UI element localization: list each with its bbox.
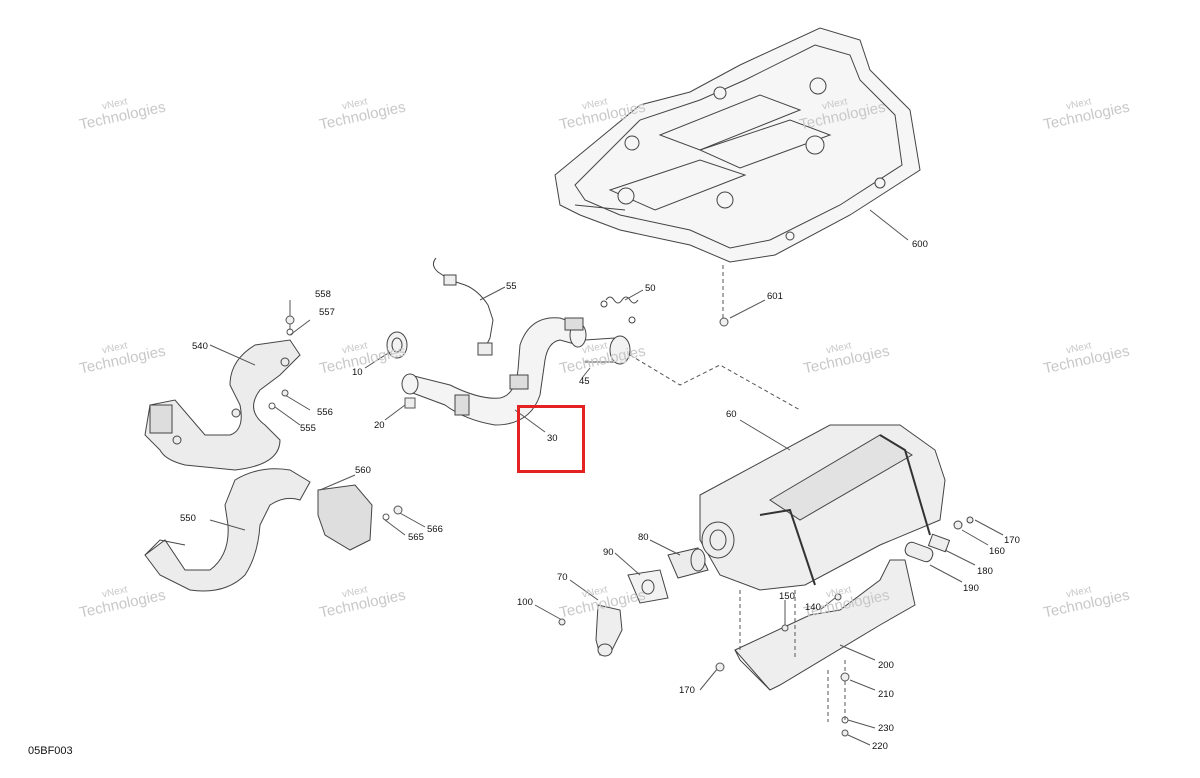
- callout-20[interactable]: 20: [374, 420, 385, 431]
- callout-170-hanger[interactable]: 170: [1004, 535, 1020, 546]
- bolt-566: [393, 505, 403, 515]
- leader-line: [819, 597, 836, 611]
- callout-60[interactable]: 60: [726, 409, 737, 420]
- bolt-601: [719, 317, 729, 327]
- heat-shield-560-part: [317, 484, 373, 551]
- leader-line: [847, 734, 871, 746]
- callout-140[interactable]: 140: [805, 602, 821, 613]
- callout-601[interactable]: 601: [767, 291, 783, 302]
- callout-555[interactable]: 555: [300, 423, 316, 434]
- nut-220: [841, 729, 849, 737]
- leader-line: [739, 419, 791, 451]
- leader-line: [514, 409, 546, 433]
- leader-line: [569, 579, 599, 601]
- oxygen-sensor-part: [432, 257, 494, 356]
- leader-line: [534, 604, 563, 621]
- callout-50[interactable]: 50: [645, 283, 656, 294]
- leader-line: [209, 344, 256, 366]
- leader-line: [384, 404, 406, 421]
- callout-540[interactable]: 540: [192, 341, 208, 352]
- leader-line: [961, 529, 989, 546]
- leader-line: [839, 644, 876, 661]
- callout-10[interactable]: 10: [352, 367, 363, 378]
- callout-600[interactable]: 600: [912, 239, 928, 250]
- spring-part: [600, 296, 639, 324]
- leader-line: [274, 406, 301, 426]
- callout-557[interactable]: 557: [319, 307, 335, 318]
- leader-line: [364, 351, 391, 369]
- leader-line: [849, 679, 876, 691]
- bolt-556: [281, 389, 289, 397]
- heat-shield-550-part: [144, 468, 311, 592]
- callout-550[interactable]: 550: [180, 513, 196, 524]
- heat-shield-part: [554, 27, 921, 263]
- leader-line: [384, 519, 406, 536]
- washer-557: [286, 328, 294, 336]
- highlight-box-part-30: [517, 405, 585, 473]
- callout-100[interactable]: 100: [517, 597, 533, 608]
- heat-shield-540-part: [144, 339, 301, 471]
- bolt-558: [285, 315, 295, 325]
- gasket-90-part: [627, 569, 669, 604]
- callout-180[interactable]: 180: [977, 566, 993, 577]
- leader-line: [729, 299, 766, 319]
- callout-558[interactable]: 558: [315, 289, 331, 300]
- header-pipe-part: [401, 317, 587, 426]
- gasket-part: [386, 331, 408, 359]
- leader-line: [614, 552, 641, 576]
- callout-200[interactable]: 200: [878, 660, 894, 671]
- leader-line: [847, 719, 876, 729]
- callout-565[interactable]: 565: [408, 532, 424, 543]
- callout-220[interactable]: 220: [872, 741, 888, 752]
- outlet-elbow-part: [595, 604, 623, 657]
- callout-55[interactable]: 55: [506, 281, 517, 292]
- leader-line: [624, 289, 644, 301]
- callout-45[interactable]: 45: [579, 376, 590, 387]
- nut-part: [404, 397, 416, 409]
- leader-line: [209, 519, 246, 531]
- leader-line: [944, 549, 976, 566]
- callout-560[interactable]: 560: [355, 465, 371, 476]
- leader-line: [319, 474, 356, 491]
- figure-code: 05BF003: [28, 745, 73, 757]
- leader-line: [649, 539, 681, 556]
- leader-line: [699, 667, 719, 691]
- callout-190[interactable]: 190: [963, 583, 979, 594]
- callout-90[interactable]: 90: [603, 547, 614, 558]
- nut-170: [715, 662, 725, 672]
- bolt-150: [781, 624, 789, 632]
- grommet-210: [840, 672, 850, 682]
- callout-160[interactable]: 160: [989, 546, 1005, 557]
- bolt-140: [834, 593, 842, 601]
- leader-line: [929, 564, 963, 583]
- callout-30[interactable]: 30: [547, 433, 558, 444]
- washer-565: [382, 513, 390, 521]
- leader-line: [284, 394, 311, 411]
- callout-70[interactable]: 70: [557, 572, 568, 583]
- leader-line: [581, 367, 591, 379]
- leader-line: [397, 511, 426, 528]
- callout-566[interactable]: 566: [427, 524, 443, 535]
- callout-170-bracket[interactable]: 170: [679, 685, 695, 696]
- leader-line: [629, 354, 801, 411]
- bolt-100: [558, 618, 566, 626]
- hanger-part: [904, 516, 974, 563]
- leader-line: [479, 286, 506, 301]
- leader-line: [974, 519, 1004, 536]
- callout-230[interactable]: 230: [878, 723, 894, 734]
- washer-555: [268, 402, 276, 410]
- washer-230: [841, 716, 849, 724]
- sleeve-80-part: [667, 547, 709, 579]
- ring-part: [584, 335, 631, 365]
- callout-150[interactable]: 150: [779, 591, 795, 602]
- callout-556[interactable]: 556: [317, 407, 333, 418]
- callout-80[interactable]: 80: [638, 532, 649, 543]
- muffler-part: [699, 424, 946, 591]
- bracket-part: [734, 559, 916, 691]
- callout-210[interactable]: 210: [878, 689, 894, 700]
- leader-line: [869, 209, 909, 241]
